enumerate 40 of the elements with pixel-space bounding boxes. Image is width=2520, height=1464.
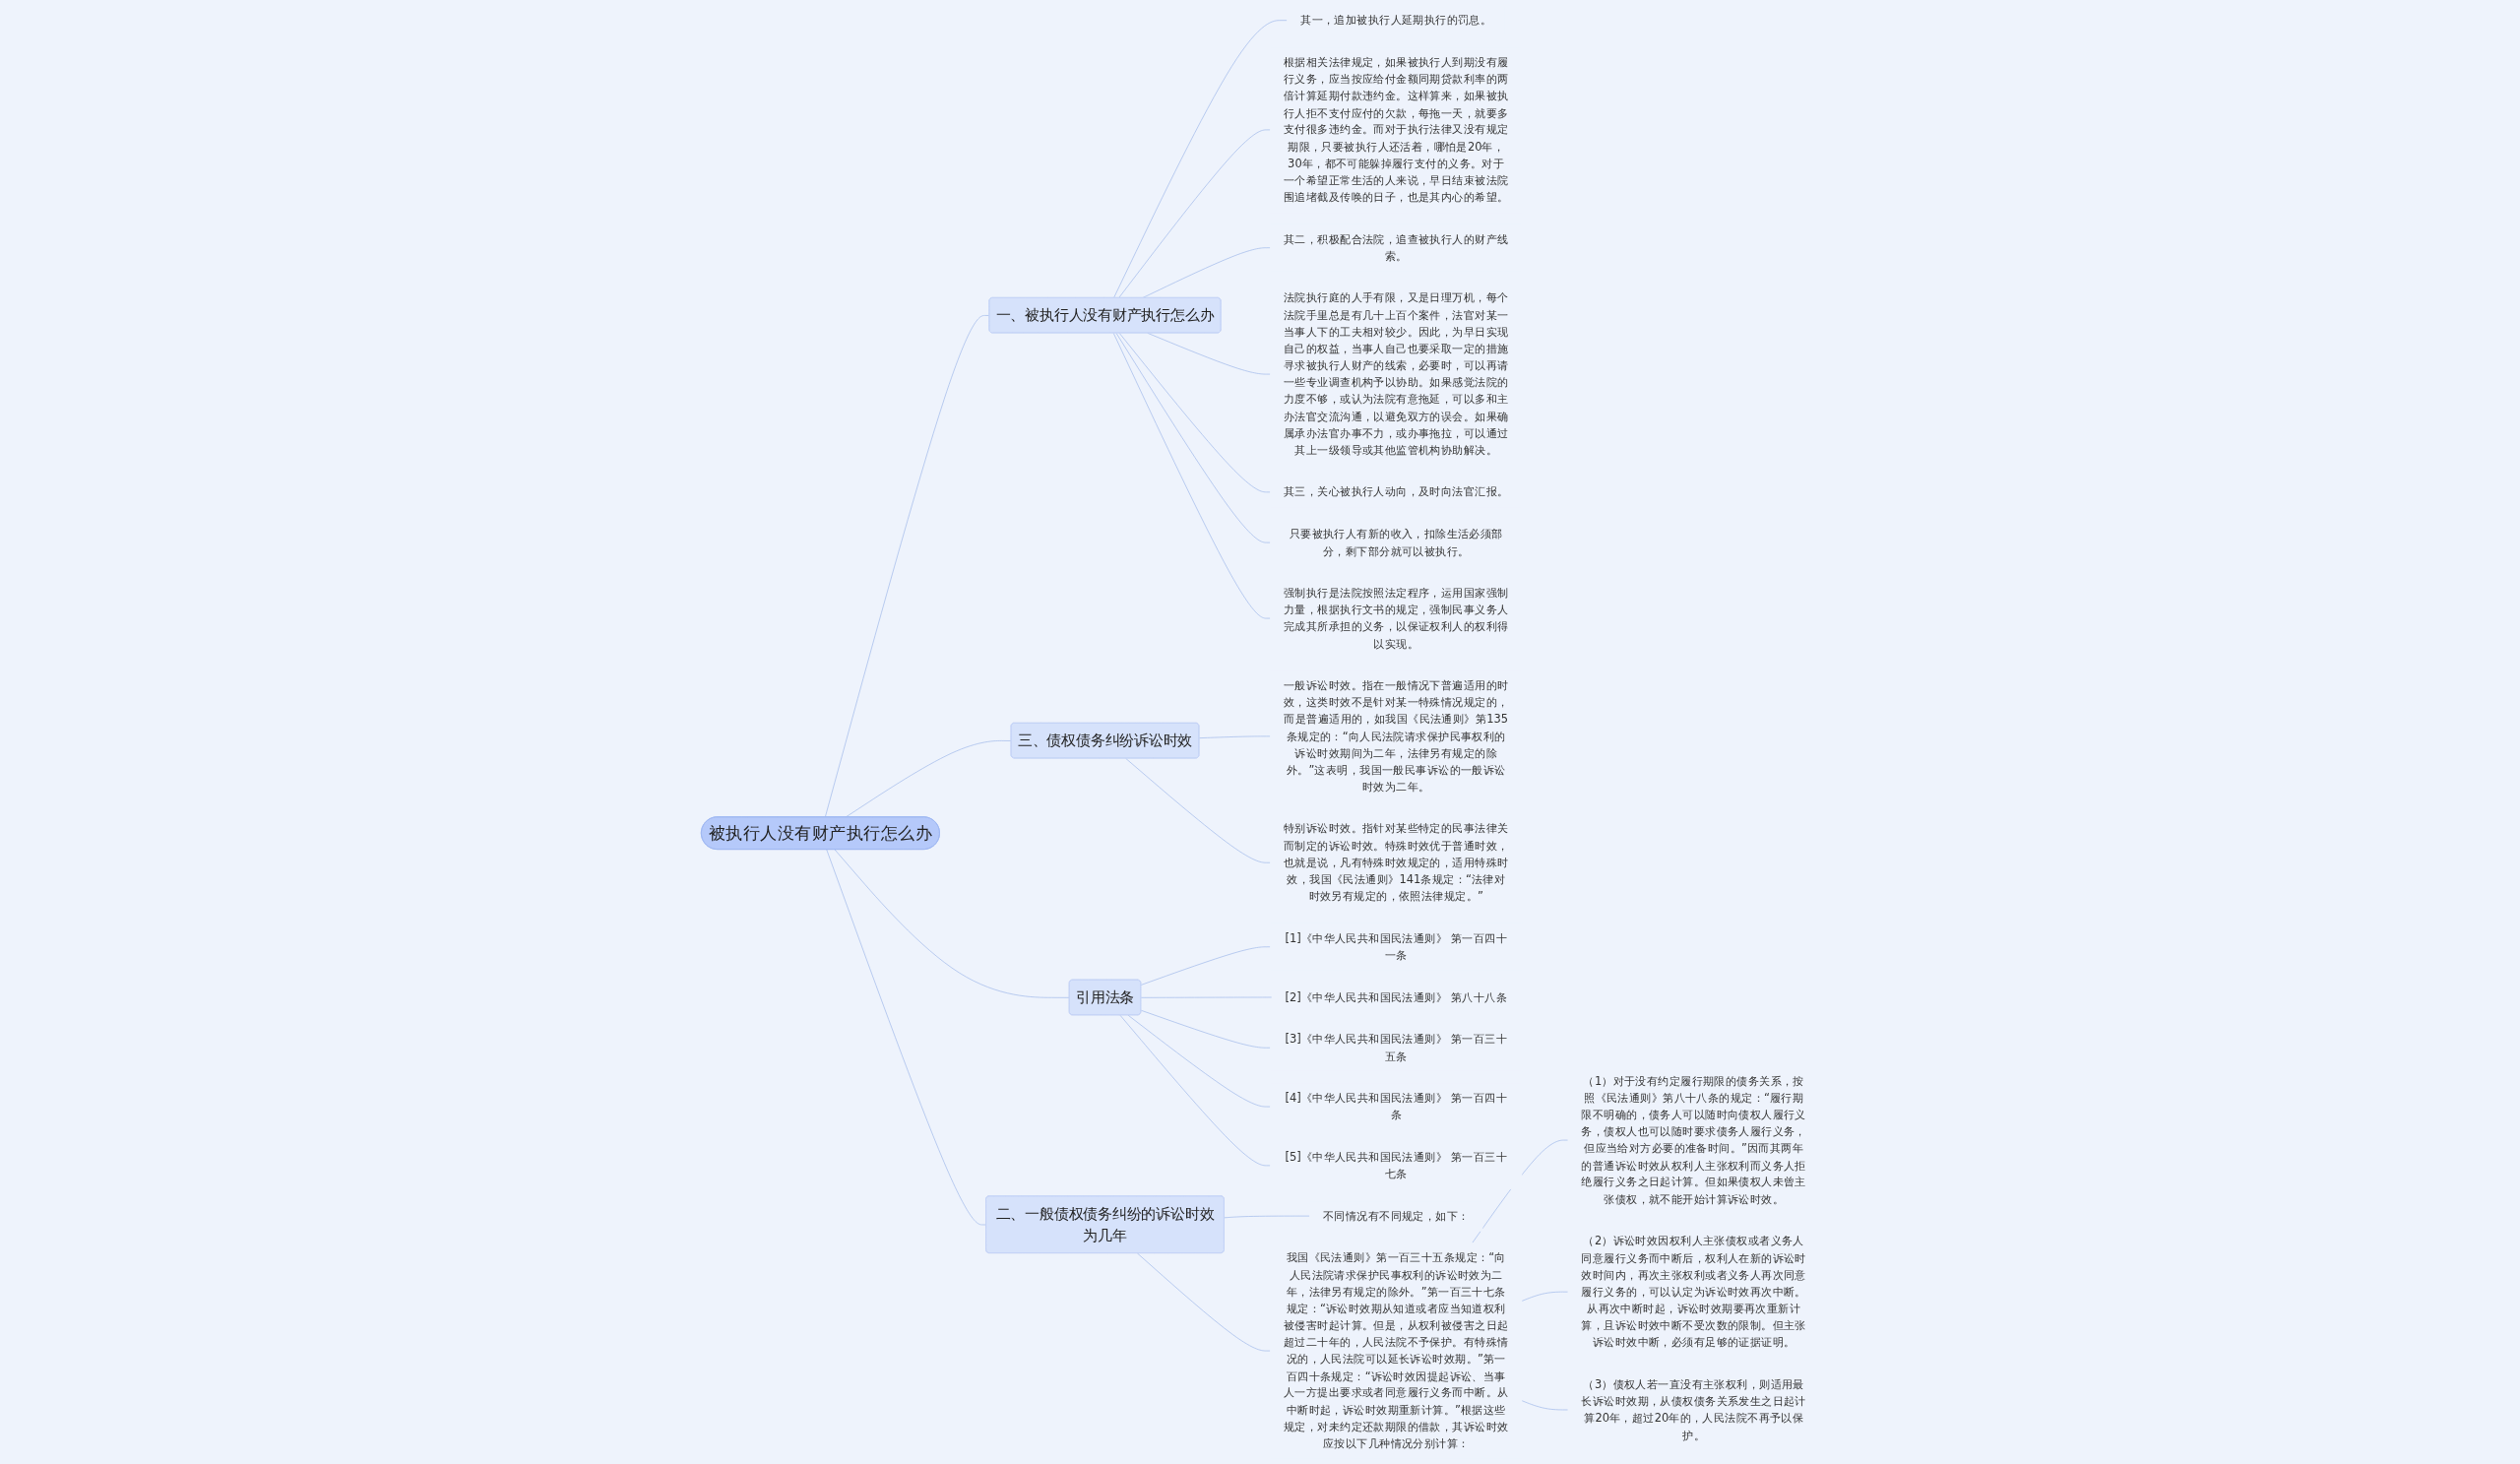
node-text: 其二，积极配合法院，追查被执行人的财产线索。	[1283, 231, 1509, 263]
connector	[1198, 735, 1271, 738]
connector	[1112, 20, 1288, 299]
node-text: （1）对于没有约定履行期限的债务关系，按照《民法通则》第八十八条的规定：“履行期限不明确的，债务人可以随时向债权人履行义务，债权人也可以随时要求债务人履行义务，但应当给对方必要的准备时间。”因而其两年的普通诉讼时效从权利人主张权利而义务人拒绝履行义务之日起计算。但如果债权人未曾主张债权，就不能开始计算诉讼时效。	[1581, 1073, 1806, 1206]
node-text: [1]《中华人民共和国民法通则》 第一百四十一条	[1285, 930, 1507, 962]
connector	[826, 849, 986, 1226]
node-text: （3）债权人若一直没有主张权利，则适用最长诉讼时效期，从债权债务关系发生之日起计算20年，超过20年的，人民法院不再予以保护。	[1581, 1377, 1806, 1441]
connector	[1124, 757, 1271, 863]
node-text: [5]《中华人民共和国民法通则》 第一百三十七条	[1285, 1150, 1507, 1180]
node-text: 强制执行是法院按照法定程序，运用国家强制力量，根据执行文书的规定，强制民事义务人完成其所承担的义务，以保证权利人的权利得以实现。	[1283, 586, 1509, 650]
node-text: （2）诉讼时效因权利人主张债权或者义务人同意履行义务而中断后，权利人在新的诉讼时效时间内，再次主张权利或者义务人再次同意履行义务的，可以认定为诉讼时效再次中断。从再次中断时起，诉讼时效期要再次重新计算，且诉讼时效中断不受次数的限制。但主张诉讼时效中断，必须有足够的证据证明。	[1581, 1234, 1806, 1349]
node-text: [2]《中华人民共和国民法通则》 第八十八条	[1285, 989, 1507, 1004]
connector	[1127, 1014, 1271, 1108]
connector	[1471, 1139, 1568, 1243]
connector	[1521, 1291, 1568, 1302]
connector	[1147, 332, 1271, 375]
node-text: 我国《民法通则》第一百三十五条规定：“向人民法院请求保护民事权利的诉讼时效为二年，法律另有规定的除外。”第一百三十七条规定：“诉讼时效期从知道或者应当知道权利被侵害时起计算。但是，从权利被侵害之日起超过二十年的，人民法院不予保护。有特殊情况的，人民法院可以延长诉讼时效期。”第一百四十条规定：“诉讼时效因提起诉讼、当事人一方提出要求或者同意履行义务而中断。从中断时起，诉讼时效期重新计算。”根据这些规定，对未约定还款期限的借款，其诉讼时效应按以下几种情况分别计算：	[1283, 1250, 1509, 1450]
connector	[1117, 129, 1271, 299]
node-text: 其三，关心被执行人动向，及时向法官汇报。	[1283, 484, 1509, 499]
connector	[834, 849, 1070, 998]
connector	[824, 315, 990, 818]
node-text: 特别诉讼时效。指针对某些特定的民事法律关而制定的诉讼时效。特殊时效优于普通时效，也就是说，凡有特殊时效规定的，适用特殊时效，我国《民法通则》141条规定：“法律对时效另有规定的，依照法律规定。”	[1283, 821, 1509, 903]
connector	[1140, 946, 1271, 986]
node-text: 其一，追加被执行人延期执行的罚息。	[1299, 13, 1491, 27]
connector	[1224, 1215, 1310, 1219]
connector	[1140, 1009, 1271, 1049]
node-text: [3]《中华人民共和国民法通则》 第一百三十五条	[1285, 1032, 1507, 1063]
connector	[1115, 332, 1271, 543]
node-text: 一般诉讼时效。指在一般情况下普遍适用的时效，这类时效不是针对某一特殊情况规定的，而是普遍适用的，如我国《民法通则》第135条规定的：“向人民法院请求保护民事权利的诉讼时效期间为二年，法律另有规定的除外。”这表明，我国一般民事诉讼的一般诉讼时效为二年。	[1283, 678, 1509, 794]
node-text: 法院执行庭的人手有限，又是日理万机，每个法院手里总是有几十上百个案件，法官对某一当事人下的工夫相对较少。因此，为早日实现自己的权益，当事人自己也要采取一定的措施寻求被执行人财产的线索，必要时，可以再请一些专业调查机构予以协助。如果感觉法院的力度不够，或认为法院有意拖延，可以多和主办法官交流沟通，以避免双方的误会。如果确属承办法官办事不力，或办事拖拉，可以通过其上一级领导或其他监管机构协助解决。	[1283, 290, 1509, 457]
node-text: 只要被执行人有新的收入，扣除生活必须部分，剩下部分就可以被执行。	[1289, 527, 1503, 557]
node-text: [4]《中华人民共和国民法通则》 第一百四十条	[1285, 1091, 1507, 1121]
connector	[1521, 1400, 1568, 1411]
connector	[1136, 1252, 1271, 1352]
connector	[1140, 996, 1272, 998]
node-text: 不同情况有不同规定，如下：	[1322, 1208, 1470, 1223]
node-text: 根据相关法律规定，如果被执行人到期没有履行义务，应当按应给付金额同期贷款利率的两倍计算延期付款违约金。这样算来，如果被执行人拒不支付应付的欠款，每拖一天，就要多支付很多违约金。而对于执行法律又没有规定期限，只要被执行人还活着，哪怕是20年，30年，都不可能躲掉履行支付的义务。对于一个希望正常生活的人来说，早日结束被法院围追堵截及传唤的日子，也是其内心的希望。	[1283, 55, 1509, 204]
connector	[1119, 1014, 1271, 1167]
connector	[1118, 332, 1271, 493]
connector	[1112, 332, 1271, 619]
